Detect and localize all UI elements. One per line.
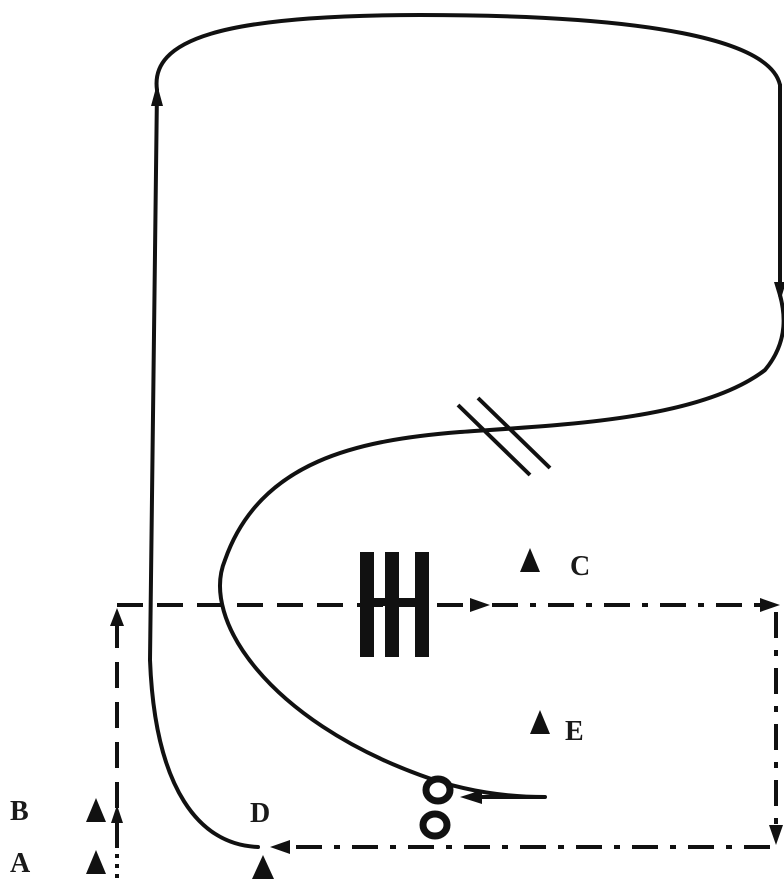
triangle-marker-d (252, 855, 274, 879)
grid-line-1 (456, 403, 532, 477)
cone-2 (419, 810, 451, 840)
triangle-marker-a (86, 850, 106, 874)
arrowhead-dotted-up (111, 805, 123, 823)
label-b: B (10, 796, 29, 827)
arrowhead-dashdot-left (270, 840, 290, 854)
arrowhead-top-left (151, 84, 163, 106)
label-e: E (565, 716, 584, 747)
arrowhead-right-down (774, 282, 784, 302)
arrowhead-dashdot-down (769, 825, 783, 845)
label-d: D (250, 798, 270, 829)
triangle-marker-c (520, 548, 540, 572)
obstacle-crossbar (370, 598, 420, 606)
triangle-marker-b (86, 798, 106, 822)
arrowhead-dashed-up (110, 608, 124, 626)
triangle-marker-e (530, 710, 550, 734)
label-a: A (10, 848, 31, 879)
arrowhead-dashed-right (470, 598, 490, 612)
solid-path-top-loop (154, 13, 782, 92)
solid-path-left-vertical (148, 88, 159, 662)
solid-path-s-curve (218, 293, 784, 799)
cone-1 (422, 775, 454, 805)
grid-line-2 (476, 396, 552, 470)
label-c: C (570, 551, 590, 582)
solid-path-left-bottom-curve (148, 658, 260, 849)
arrowhead-dashdot-right (760, 598, 780, 612)
